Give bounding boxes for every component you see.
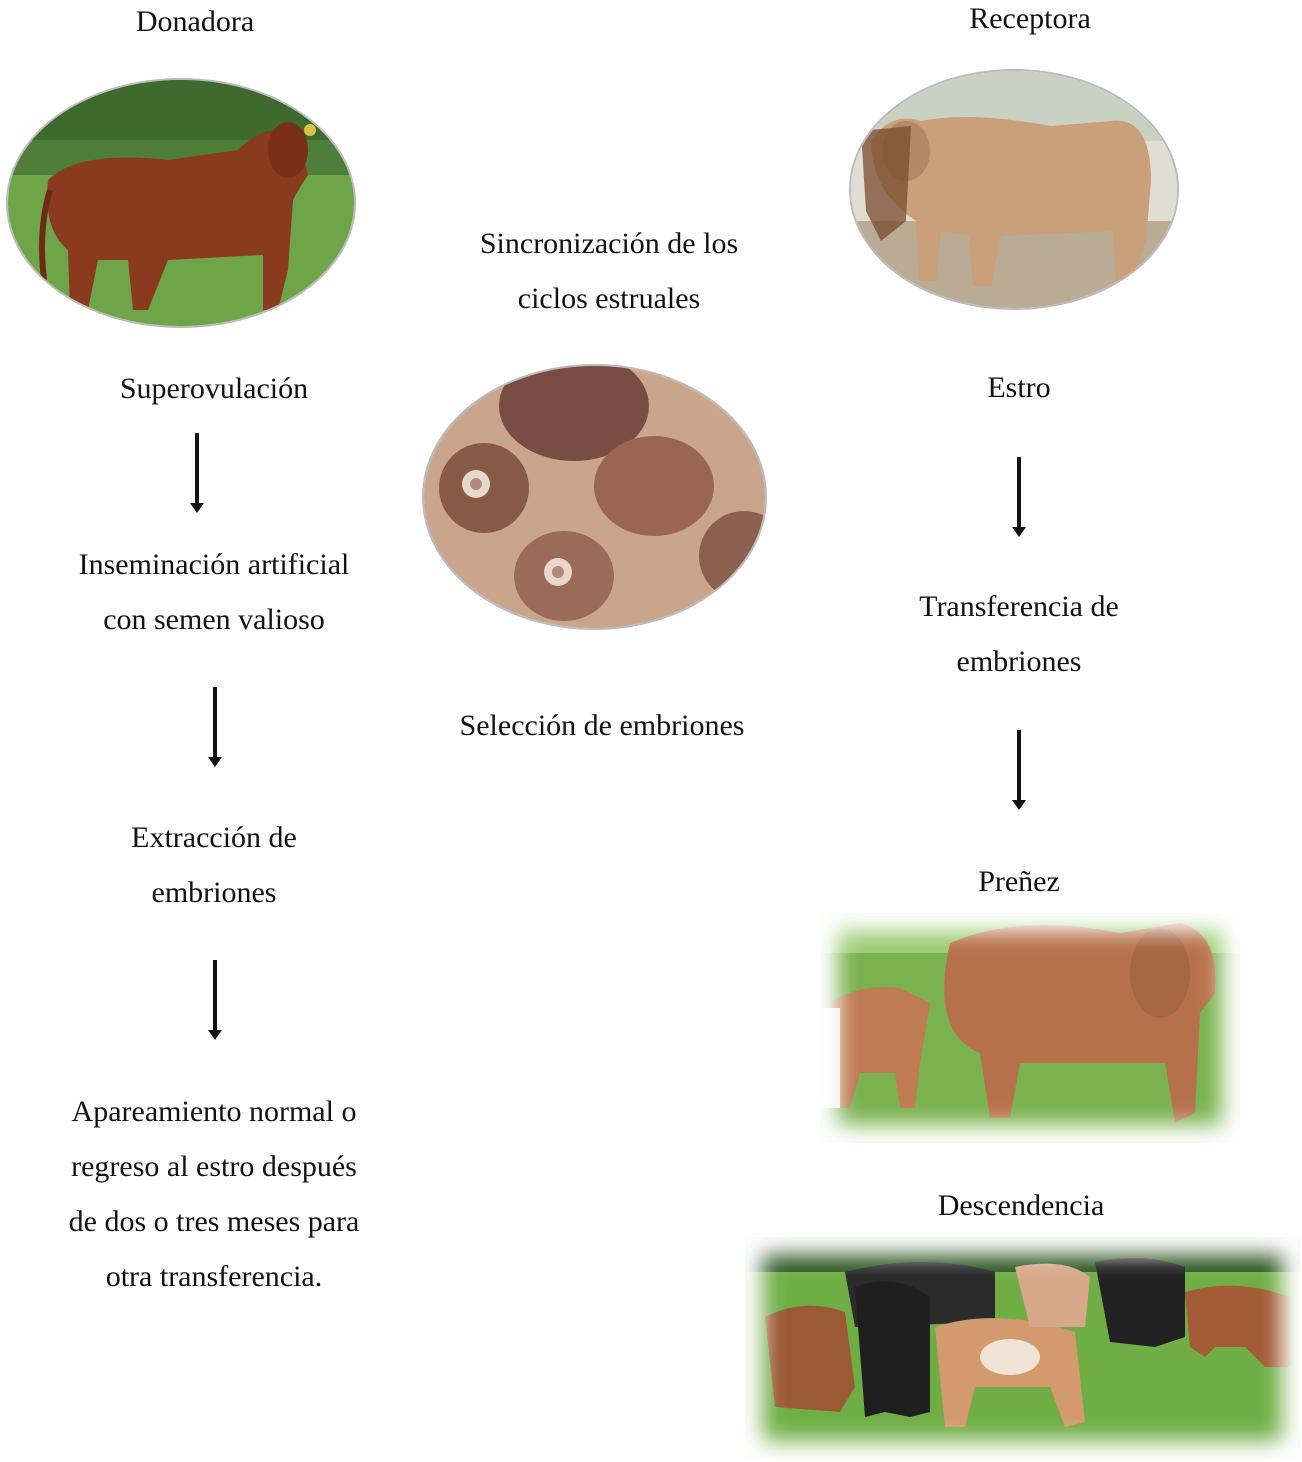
step-extraccion-line1: Extracción de <box>64 810 364 865</box>
selection-label: Selección de embriones <box>432 698 772 753</box>
step-transferencia-line1: Transferencia de <box>869 579 1169 634</box>
arrow-down-icon <box>1012 730 1026 810</box>
arrow-down-icon <box>208 960 222 1040</box>
step-apareamiento-line3: de dos o tres meses para <box>34 1194 394 1249</box>
donor-cow-photo <box>8 80 354 326</box>
sync-label-line1: Sincronización de los <box>444 216 774 271</box>
arrow-down-icon <box>208 687 222 767</box>
step-apareamiento-line1: Apareamiento normal o <box>34 1084 394 1139</box>
step-inseminacion-line1: Inseminación artificial <box>34 537 394 592</box>
sync-label-line2: ciclos estruales <box>444 271 774 326</box>
step-descendencia: Descendencia <box>871 1178 1171 1233</box>
step-apareamiento-line4: otra transferencia. <box>34 1249 394 1304</box>
offspring-herd-photo <box>745 1237 1300 1459</box>
arrow-down-icon <box>190 433 204 513</box>
step-superovulacion: Superovulación <box>64 361 364 416</box>
step-transferencia-line2: embriones <box>869 634 1169 689</box>
recipient-title: Receptora <box>930 0 1130 46</box>
step-apareamiento-line2: regreso al estro después <box>34 1139 394 1194</box>
step-extraccion-line2: embriones <box>64 865 364 920</box>
recipient-cow-photo <box>851 71 1177 308</box>
pregnant-cow-photo <box>820 913 1240 1143</box>
embryo-dish-photo <box>424 366 765 628</box>
step-inseminacion-line2: con semen valioso <box>34 592 394 647</box>
step-estro: Estro <box>919 360 1119 415</box>
arrow-down-icon <box>1012 457 1026 537</box>
step-prenez: Preñez <box>919 854 1119 909</box>
donor-title: Donadora <box>95 0 295 49</box>
